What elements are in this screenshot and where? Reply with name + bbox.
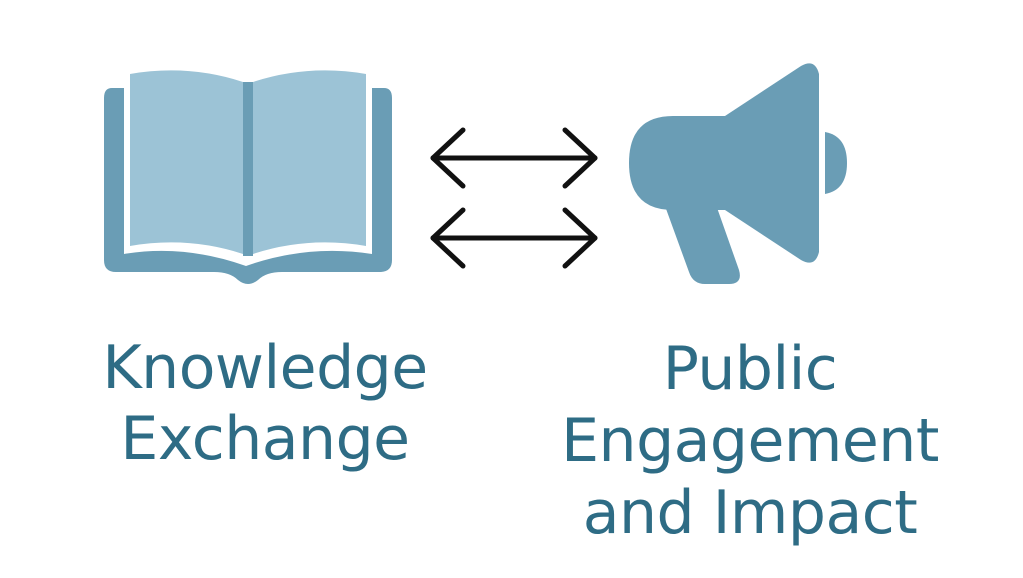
book-icon (104, 70, 392, 284)
megaphone-icon (629, 63, 847, 284)
label-line: and Impact (582, 478, 918, 548)
knowledge-exchange-label: Knowledge Exchange (60, 333, 470, 475)
public-engagement-label: Public Engagement and Impact (510, 333, 990, 549)
label-line: Engagement (561, 406, 939, 476)
label-line: Public (662, 334, 838, 404)
bidirectional-arrows-icon (430, 127, 598, 269)
label-line: Exchange (120, 404, 410, 474)
label-line: Knowledge (102, 333, 428, 403)
